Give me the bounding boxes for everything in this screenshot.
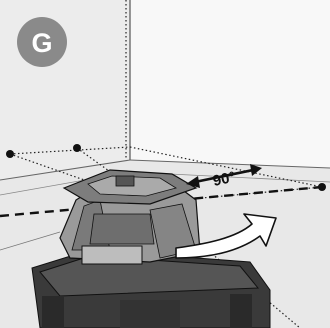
control-panel [82,246,142,264]
step-label: G [31,28,52,58]
